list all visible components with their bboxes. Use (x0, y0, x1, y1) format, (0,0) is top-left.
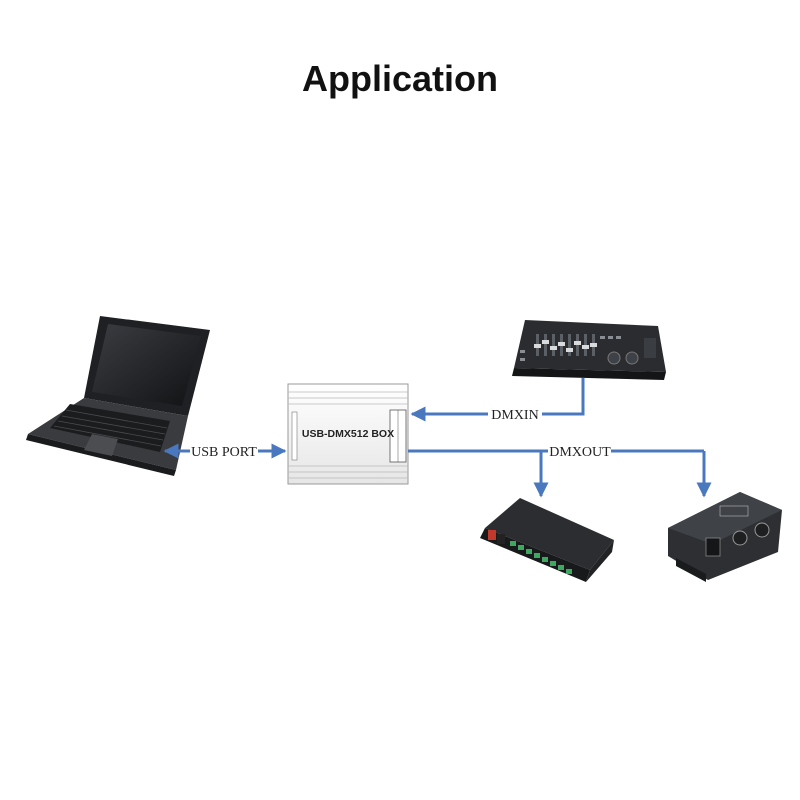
dmxin-arrow (542, 378, 585, 416)
box-name-label: USB-DMX512 BOX (302, 428, 394, 440)
dmx-console-icon (512, 320, 666, 380)
usb-dmx512-box: USB-DMX512 BOX (287, 383, 409, 485)
laptop-icon (26, 316, 210, 476)
dmx-decoder-icon (480, 498, 614, 582)
usb-port-label: USB PORT (191, 445, 257, 460)
diagram-title: Application (302, 58, 498, 99)
dmx-splitter-icon (668, 492, 782, 582)
dmxout-label: DMXOUT (549, 445, 611, 460)
dmxin-label: DMXIN (491, 408, 538, 423)
